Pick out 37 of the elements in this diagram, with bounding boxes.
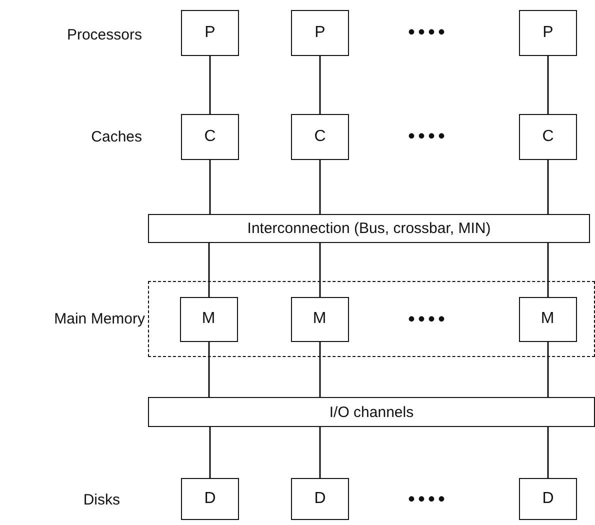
connector-line (319, 56, 321, 114)
connector-line (547, 160, 549, 214)
connector-line (209, 56, 211, 114)
ellipsis-dots: •••• (408, 308, 448, 332)
component-box: M (290, 296, 348, 342)
component-box: P (291, 10, 349, 56)
connector-line (547, 342, 549, 397)
ellipsis-dots: •••• (408, 126, 448, 148)
component-box: C (291, 114, 349, 160)
connector-line (547, 243, 549, 297)
connector-line (209, 427, 211, 478)
connector-line (547, 427, 549, 478)
component-box: P (519, 10, 577, 56)
connector-line (319, 160, 321, 214)
component-box: P (181, 10, 239, 56)
group-title: Main Memory (54, 310, 145, 328)
connector-line (208, 243, 210, 297)
component-box: C (181, 114, 239, 160)
row-label: Disks (83, 492, 120, 508)
ellipsis-dots: •••• (408, 22, 448, 44)
component-box: M (518, 296, 576, 342)
connector-line (319, 342, 321, 397)
connector-line (547, 56, 549, 114)
component-box: D (181, 478, 239, 520)
connector-line (208, 342, 210, 397)
component-box: M (180, 296, 238, 342)
component-box: C (519, 114, 577, 160)
bus-bar: I/O channels (148, 397, 595, 427)
component-box: D (519, 478, 577, 520)
connector-line (209, 160, 211, 214)
row-label: Processors (66, 26, 142, 44)
row-label: Caches (91, 128, 142, 146)
ellipsis-dots: •••• (408, 488, 448, 512)
connector-line (319, 243, 321, 297)
component-box: D (291, 478, 349, 520)
bus-bar: Interconnection (Bus, crossbar, MIN) (148, 214, 590, 243)
connector-line (319, 427, 321, 478)
